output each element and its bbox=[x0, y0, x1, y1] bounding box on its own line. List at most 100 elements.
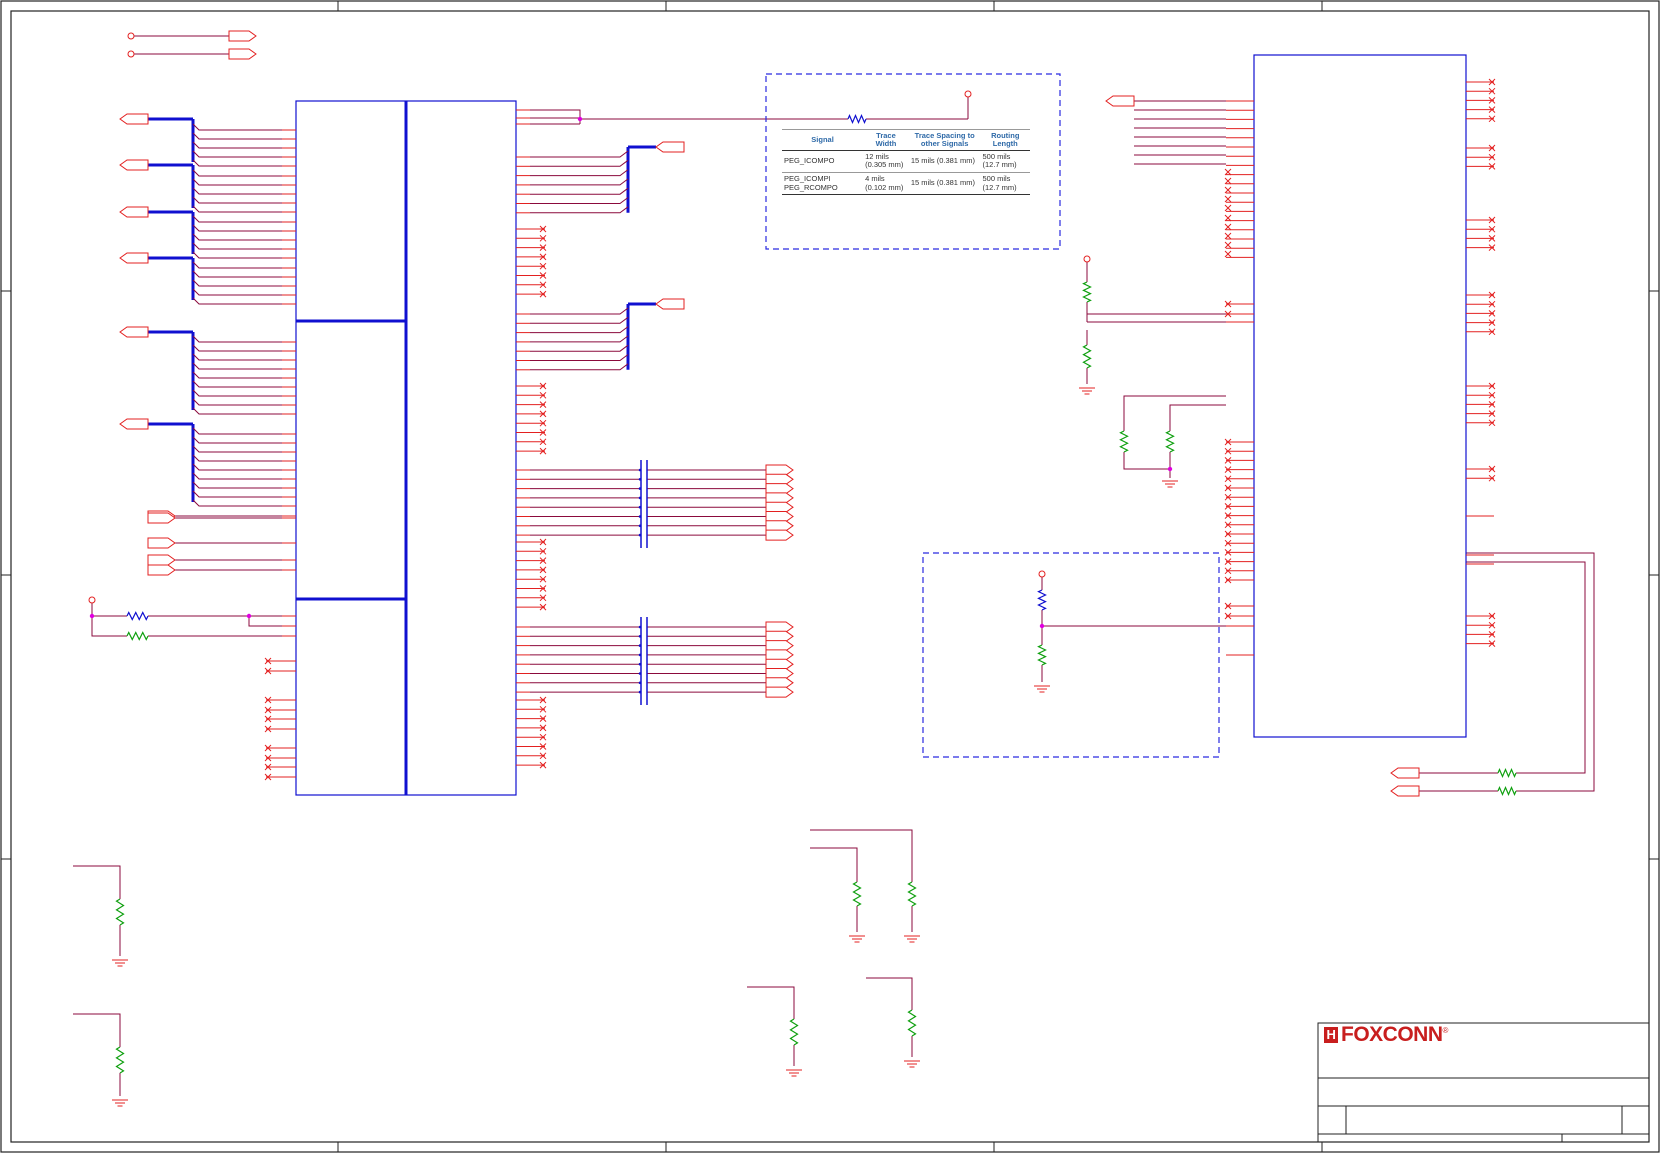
capacitor-dot bbox=[638, 653, 642, 657]
no-connect-icon bbox=[1224, 493, 1232, 501]
wire bbox=[192, 463, 282, 471]
no-connect-icon bbox=[1224, 602, 1232, 610]
no-connect-icon bbox=[1224, 186, 1232, 194]
no-connect-icon bbox=[539, 743, 547, 750]
wire bbox=[530, 187, 629, 195]
resistor-icon bbox=[1037, 589, 1047, 611]
off-page-connector-icon bbox=[119, 418, 149, 430]
no-connect-icon bbox=[1224, 204, 1232, 212]
wire bbox=[192, 261, 282, 269]
no-connect-icon bbox=[539, 438, 547, 446]
no-connect-icon bbox=[264, 744, 272, 752]
no-connect-icon bbox=[1224, 214, 1232, 222]
no-connect-icon bbox=[1488, 115, 1496, 123]
no-connect-icon bbox=[1224, 512, 1232, 519]
no-connect-icon bbox=[539, 447, 547, 455]
table-row: PEG_ICOMPI PEG_RCOMPO 4 mils (0.102 mm) … bbox=[782, 172, 1030, 196]
no-connect-icon bbox=[1488, 319, 1496, 326]
capacitor-dot bbox=[638, 690, 642, 694]
off-page-connector-icon bbox=[765, 649, 794, 661]
resistor-icon bbox=[1165, 430, 1175, 453]
wire bbox=[192, 224, 282, 232]
no-connect-icon bbox=[539, 429, 547, 436]
wire bbox=[866, 977, 913, 1010]
wire bbox=[192, 242, 282, 250]
no-connect-icon bbox=[539, 594, 547, 602]
wire bbox=[192, 251, 282, 259]
wire bbox=[516, 109, 581, 124]
wire bbox=[192, 141, 282, 149]
no-connect-icon bbox=[539, 401, 547, 408]
title-block bbox=[1317, 1022, 1650, 1143]
wire bbox=[192, 233, 282, 241]
wire bbox=[530, 159, 629, 167]
wire bbox=[1466, 561, 1586, 774]
wire bbox=[530, 169, 629, 177]
off-page-connector-icon bbox=[119, 206, 149, 218]
resistor-icon bbox=[847, 113, 867, 125]
resistor-icon bbox=[789, 1018, 799, 1046]
no-connect-icon bbox=[264, 667, 272, 675]
capacitor-dot bbox=[638, 478, 642, 481]
wire bbox=[530, 344, 629, 352]
wire bbox=[192, 159, 282, 167]
header-signal: Signal bbox=[782, 129, 864, 151]
no-connect-icon bbox=[1224, 241, 1232, 249]
wire bbox=[248, 616, 282, 627]
resistor-icon bbox=[126, 631, 149, 641]
resistor-icon bbox=[907, 1009, 917, 1037]
junction-icon bbox=[89, 613, 95, 619]
wire bbox=[192, 335, 282, 343]
junction-icon bbox=[246, 613, 252, 619]
no-connect-icon bbox=[1488, 631, 1496, 638]
wire bbox=[192, 123, 282, 131]
no-connect-icon bbox=[1488, 612, 1496, 620]
no-connect-icon bbox=[539, 244, 547, 251]
no-connect-icon bbox=[1488, 216, 1496, 224]
no-connect-icon bbox=[1488, 640, 1496, 647]
off-page-connector-icon bbox=[765, 686, 794, 698]
cell-length: 500 mils (12.7 mm) bbox=[980, 172, 1030, 196]
wire bbox=[192, 436, 282, 444]
no-connect-icon bbox=[1488, 153, 1496, 161]
wire bbox=[530, 307, 629, 315]
resistor-icon bbox=[1497, 767, 1517, 779]
wire bbox=[192, 407, 282, 415]
wire bbox=[1123, 452, 1170, 470]
registered-mark: ® bbox=[1442, 1026, 1449, 1035]
no-connect-icon bbox=[264, 696, 272, 704]
wire bbox=[810, 829, 913, 882]
wire bbox=[747, 986, 795, 1019]
no-connect-icon bbox=[539, 272, 547, 279]
no-connect-icon bbox=[1488, 291, 1496, 299]
resistor-icon bbox=[1119, 430, 1129, 453]
off-page-connector-icon bbox=[765, 640, 794, 652]
right-ic-component bbox=[1253, 54, 1467, 738]
no-connect-icon bbox=[1488, 391, 1496, 399]
capacitor-dot bbox=[638, 496, 642, 500]
wire bbox=[810, 847, 858, 882]
wire bbox=[192, 297, 282, 305]
junction-icon bbox=[1167, 466, 1173, 472]
no-connect-icon bbox=[264, 725, 272, 733]
off-page-connector-icon bbox=[147, 554, 176, 566]
no-connect-icon bbox=[539, 253, 547, 261]
no-connect-icon bbox=[1224, 438, 1232, 446]
layout-note-box bbox=[922, 552, 1220, 758]
off-page-connector-icon bbox=[655, 298, 685, 310]
wire bbox=[192, 270, 282, 278]
no-connect-icon bbox=[1488, 310, 1496, 317]
wire bbox=[530, 335, 629, 343]
off-page-connector-icon bbox=[119, 252, 149, 264]
no-connect-icon bbox=[1224, 530, 1232, 538]
capacitor-dot bbox=[638, 468, 642, 472]
no-connect-icon bbox=[1488, 225, 1496, 233]
power-pin-icon bbox=[127, 50, 135, 58]
cell-signal: PEG_ICOMPO bbox=[782, 150, 864, 174]
no-connect-icon bbox=[264, 754, 272, 762]
wire bbox=[192, 178, 282, 186]
capacitor-dot bbox=[638, 533, 642, 537]
wire bbox=[530, 326, 629, 334]
